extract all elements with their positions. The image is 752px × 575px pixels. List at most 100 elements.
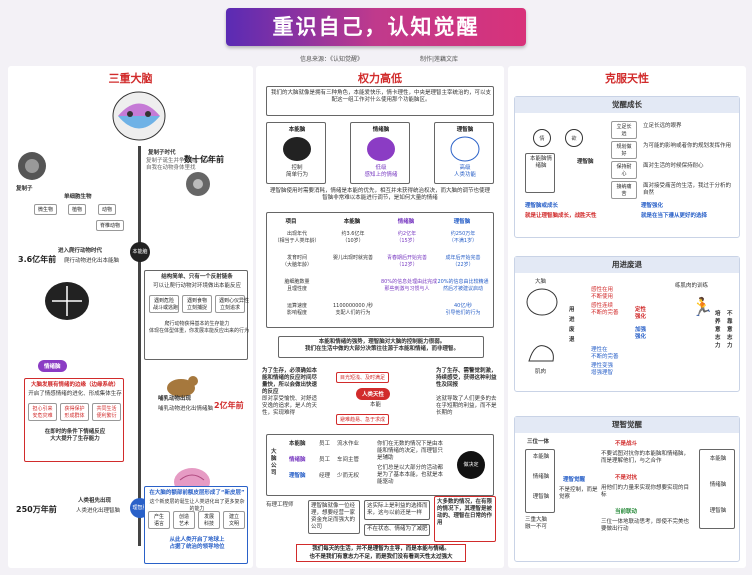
summary-box: 本能和情绪的强势，理智脑对大脑的控制能力很弱。 我们在生活中做的大部分决策往往源…	[278, 336, 484, 358]
growth-reason: 理智脑	[577, 159, 594, 165]
emotion-cell: 获得保护 形成群体	[60, 403, 89, 421]
use-right-char: 养	[715, 319, 721, 325]
era-2.5m: 250万年前	[16, 505, 57, 514]
left-note-2: 即对享受愉悦、对舒适安逸的追求，是人的天性，实现难得	[262, 396, 318, 417]
brain-icon	[281, 135, 313, 163]
reason-box-sub: 这个新皮层的诞生让人类进化出了更多复杂的能力	[149, 499, 245, 512]
source-label: 信息来源：《认知觉醒》	[300, 56, 364, 63]
use-muscle-label: 肌肉	[535, 369, 547, 375]
table-cell: 发育时间 （大脑年龄）	[281, 255, 312, 268]
use-brain-label: 大脑	[535, 279, 547, 285]
era-200m: 2亿年前	[214, 401, 244, 410]
circuit-brain-icon	[42, 278, 92, 324]
instinct-box-sub: 可以让爬行动物对环境做出本能反应	[152, 283, 241, 289]
reason-step-desc: 不要试图对抗你的本能脑和情绪脑，而是理解他们，与之合作	[601, 451, 690, 465]
use-title: 用进废退	[515, 257, 739, 273]
use-right-char: 意	[715, 327, 721, 333]
table-cell: 80%的信息处理由此完成 那些刺激与习惯与人	[381, 279, 438, 292]
brain-card-title: 情绪脑	[372, 127, 390, 133]
company-role: 理智脑	[289, 473, 306, 479]
boss-question: 理智脑就像一位经理，想要经营一家资金充足而强大的公司	[308, 500, 360, 534]
emotion-box-title: 大脑发展有情绪的边缘（边缘系统）	[30, 382, 119, 388]
company-role: 情绪脑	[289, 457, 306, 463]
decision-circle: 做决定	[457, 451, 485, 479]
chip-short-sighted: 目光短浅、及时满足	[336, 372, 390, 383]
company-role-task: 车间主管	[337, 457, 360, 463]
reason-mid: 理智觉醒	[563, 477, 586, 483]
use-right-char: 力	[715, 343, 721, 349]
use-mid-char: 进	[569, 317, 575, 323]
instinct-foot: 爬行动物获得基本的生存能力 体现在体型体重，你发展本能反应出来的行为	[149, 321, 250, 334]
table-header: 理智脑	[453, 219, 471, 225]
instinct-box: 结构简单、只有一个反射链条 可以让爬行动物对环境做出本能反应 遇到危险 战斗或逃…	[144, 270, 250, 360]
table-cell: 20%的信息由比较精通 然后才被建议启动	[437, 279, 489, 292]
reptile-desc: 爬行动物进化出本能脑	[64, 258, 120, 264]
reason-panel: 理智觉醒 三位一体 本能脑 情绪脑 理智脑 三重大脑 融一不可 理智觉醒 不是控…	[514, 416, 740, 562]
table-header: 本能脑	[343, 219, 361, 225]
step-label: 立足长远	[611, 121, 637, 139]
use-mid-char: 用	[569, 307, 575, 313]
intro-box: 我们的大脑就像是拥有三种角色，本能爱快乐，情卡理性，中央是理智主宰统治的，可以支…	[266, 86, 494, 116]
company-box: 大脑公司 本能脑 员工 流水作业 情绪脑 员工 车间主管 理智脑 经理 少而无权…	[266, 434, 494, 496]
instinct-cell: 遇到危险 战斗或逃跑	[149, 295, 179, 313]
reason-cell: 发展 科技	[198, 511, 220, 529]
company-note-1: 你们在无数的情况下是由本能和情绪的决定，而理智只是辅助	[377, 441, 444, 462]
brain-head-icon	[104, 86, 174, 144]
nature-sub: 本能	[370, 402, 382, 408]
desire-circle: 欲	[565, 129, 583, 147]
boss-answer-2: 不在状态、情绪为了减肥	[364, 524, 430, 536]
page-title: 重识自己，认知觉醒	[226, 8, 526, 46]
brain-card-title: 本能脑	[288, 127, 306, 133]
table-cell: 1100000000 /秒 支配人们的行为	[332, 303, 374, 316]
step-label: 规划做好	[611, 141, 637, 159]
boss-red-note: 大多数的情况，在有限的情况下，其理智是被动的、理智在日常的作用	[434, 496, 496, 542]
table-cell: 约2亿年 （15岁）	[396, 231, 418, 244]
summary-text: 本能和情绪的强势，理智脑对大脑的控制能力很弱。 我们在生活中做的大部分决策往往源…	[304, 339, 459, 353]
step-desc: 立足长远的眼界	[643, 123, 682, 129]
chip-impatient: 避难趋易、急于求成	[336, 414, 390, 425]
right-note-2: 这就导致了人们更多的去在乎短期的利益，而不是长期的	[436, 396, 497, 417]
muscle-icon	[525, 337, 559, 367]
use-right-char-2: 不	[727, 311, 733, 317]
column-power: 权力高低 我们的大脑就像是拥有三种角色，本能爱快乐，情卡理性，中央是理智主宰统治…	[256, 66, 504, 568]
brain-stack: 本能脑情绪脑	[525, 153, 555, 193]
plant-pill: 植物	[68, 204, 87, 215]
use-panel: 用进废退 大脑 肌肉 用 进 废 退 感性在用 不断使用 感性连续 不断的完善 …	[514, 256, 740, 392]
use-mid-char: 退	[569, 337, 575, 343]
emotion-foot: 在即时的条件下情绪反应 大大提升了生存能力	[44, 429, 106, 443]
company-role: 本能脑	[289, 441, 306, 447]
instinct-box-title: 结构简单、只有一个反射链条	[161, 274, 233, 280]
table-header: 项目	[285, 219, 297, 225]
mammal-icon	[164, 370, 198, 400]
growth-foot-1: 理智脑或成长	[525, 203, 559, 209]
company-role-title: 经理	[319, 473, 331, 479]
emotion-box: 大脑发展有情绪的边缘（边缘系统） 开启了情感情绪的进化、形成集体生存 担心引来 …	[24, 378, 124, 462]
growth-title: 觉醒成长	[515, 97, 739, 113]
right-note: 为了生存、需警觉刺激，持续感受，获得这种利益性及回报	[436, 368, 497, 389]
mid-text: 理智脑使用时需要消耗，情绪是本能的优先，相互并未获得统治权决，而大脑的调节也使理…	[270, 188, 491, 202]
reason-mid-sub: 不是控制，而是觉察	[559, 487, 598, 501]
mammal-title: 哺乳动物出现	[158, 396, 192, 402]
brain-card: 理智脑 高级 人类功能	[434, 122, 494, 184]
timeline-line	[138, 146, 141, 546]
step-label: 接纳痛苦	[611, 181, 637, 199]
instinct-cell: 遇到心仪异性 立刻追求	[215, 295, 249, 313]
replicator-era-title: 复制子时代	[148, 150, 176, 156]
reason-cell: 产生 语言	[148, 511, 170, 529]
boss-answer: 这实际上是利益的选择而来，这与以前还是一样	[364, 500, 430, 520]
use-right-char: 培	[715, 311, 721, 317]
growth-foot-4: 就是在当下遵从更好的选择	[641, 213, 708, 219]
table-cell: 约250万年 （不满1岁）	[448, 231, 478, 244]
reason-box-title: 在大脑的额部前额皮层形成了“新皮层”	[149, 490, 245, 496]
reason-cell: 建立 文明	[223, 511, 245, 529]
company-title: 大脑公司	[271, 449, 277, 477]
brain-icon	[525, 287, 559, 317]
brain-card-title: 理智脑	[456, 127, 474, 133]
reason-foot: 从此人类开启了地球上 占据了统治的领导地位	[169, 537, 225, 551]
nature-badge: 人类天性	[356, 388, 391, 400]
era-billions: 数十亿年前	[184, 155, 224, 164]
spine-pill: 脊椎动物	[96, 220, 125, 231]
compare-table: 项目 本能脑 情绪脑 理智脑 出现年代 （相当于人类年龄）约3.6亿年 （10岁…	[266, 212, 494, 328]
mammal-desc: 哺乳动物进化出情绪脑	[158, 406, 214, 412]
table-header: 情绪脑	[397, 219, 415, 225]
